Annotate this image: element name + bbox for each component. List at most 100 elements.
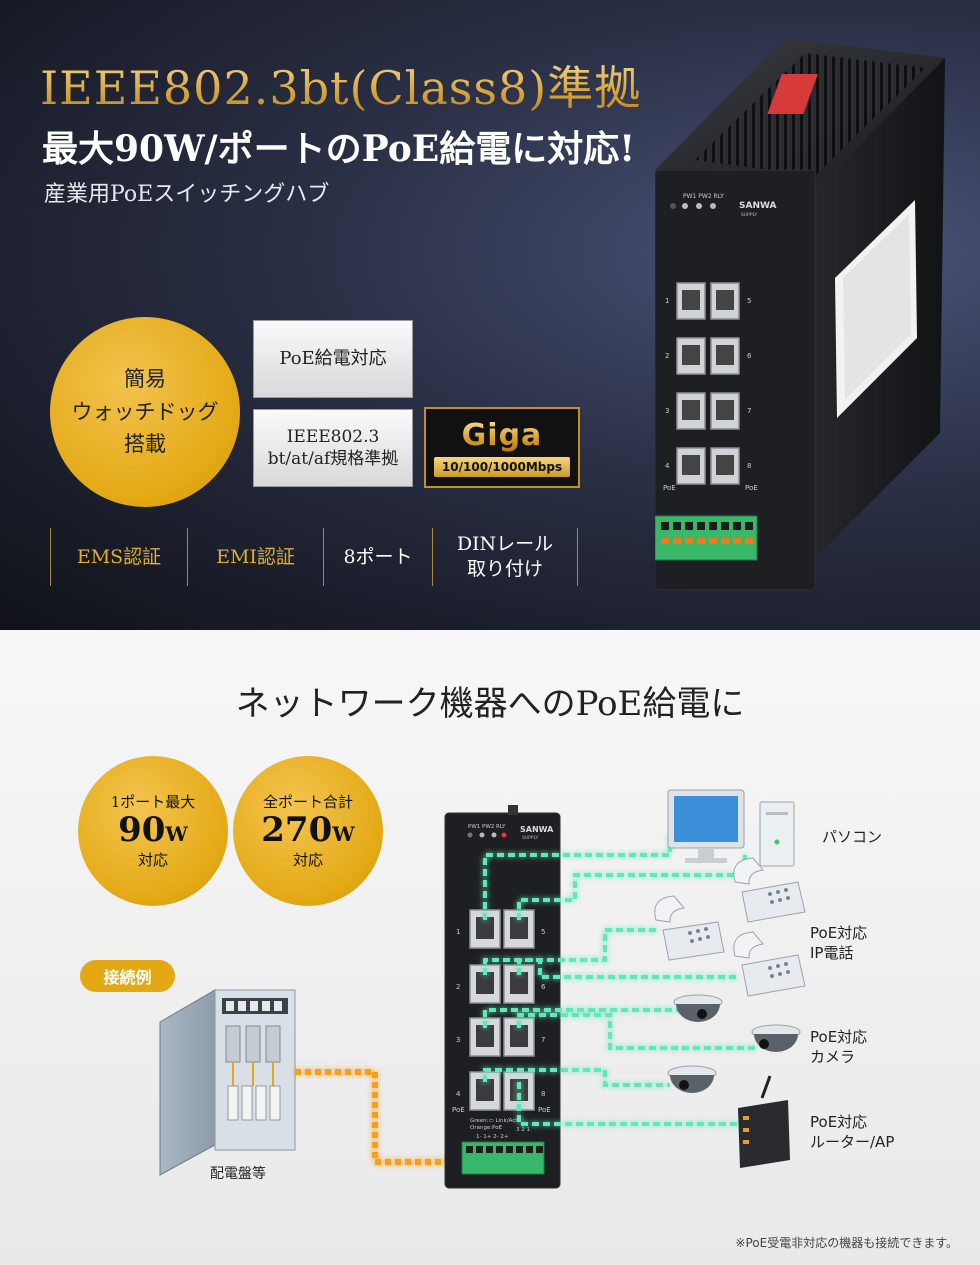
ieee-spec-box: IEEE802.3 bt/at/af規格準拠 <box>253 409 413 487</box>
total-value-wrap: 270W <box>261 811 354 850</box>
switch-brand: SANWA <box>520 825 554 834</box>
switch-legend-2: Orange:PoE <box>470 1125 503 1131</box>
switch-port-4: 4 <box>456 1090 461 1098</box>
port-number-8: 8 <box>747 462 751 470</box>
poe-spec-box: PoE給電対応 <box>253 320 413 398</box>
ip-phone-icon-2 <box>654 895 725 961</box>
network-cables <box>483 835 755 1126</box>
pc-icon <box>667 789 795 867</box>
feature-ems: EMS認証 <box>50 528 187 586</box>
phone-label-1: PoE対応 <box>810 924 867 942</box>
per-port-unit: W <box>165 822 188 847</box>
giga-word: Giga <box>461 418 543 453</box>
per-port-bottom: 対応 <box>137 850 168 869</box>
pc-label: パソコン <box>822 828 882 846</box>
cable-phone1 <box>517 855 747 920</box>
panel-label: 配電盤等 <box>210 1165 266 1182</box>
port-number-5: 5 <box>747 297 751 305</box>
total-badge: 全ポート合計 270W 対応 <box>233 756 383 906</box>
section-title: ネットワーク機器へのPoE給電に <box>235 684 745 724</box>
router-label-2: ルーター/AP <box>810 1133 894 1151</box>
hero-section: IEEE802.3bt(Class8)準拠 最大90W/ポートのPoE給電に対応… <box>0 0 980 630</box>
port-number-7: 7 <box>747 407 751 415</box>
watchdog-line3: 搭載 <box>124 432 166 457</box>
ip-phone-icon-3 <box>733 931 806 997</box>
poe-label-right: PoE <box>745 484 758 492</box>
cable-phone3 <box>517 958 740 979</box>
per-port-badge: 1ポート最大 90W 対応 <box>78 756 228 906</box>
connection-section: ネットワーク機器へのPoE給電に 1ポート最大 90W 対応 全ポート合計 27… <box>0 630 980 1265</box>
port-number-4: 4 <box>665 462 670 470</box>
cable-camera1 <box>483 1008 690 1028</box>
switch-terminal-nums: 3 2 1 <box>516 1127 530 1133</box>
camera-label-1: PoE対応 <box>810 1028 867 1046</box>
switch-port-6: 6 <box>541 983 546 991</box>
router-label-1: PoE対応 <box>810 1113 867 1131</box>
per-port-value: 90 <box>118 810 166 851</box>
watchdog-badge: 簡易 ウォッチドッグ 搭載 <box>50 317 240 507</box>
switch-port-2: 2 <box>456 983 460 991</box>
camera-icon-3 <box>667 1065 717 1093</box>
camera-label-2: カメラ <box>810 1048 855 1066</box>
feature-din-line2: 取り付け <box>466 558 543 580</box>
per-port-value-wrap: 90W <box>118 811 188 850</box>
feature-ports-label: 8ポート <box>343 545 413 568</box>
footnote: ※PoE受電非対応の機器も接続できます。 <box>735 1236 958 1250</box>
cable-router <box>517 1082 740 1126</box>
per-port-top: 1ポート最大 <box>110 793 196 812</box>
switch-product-image: PW1 PW2 RLY SANWA SUPPLY 1 2 3 4 5 6 7 8… <box>655 38 945 591</box>
headline-standard: IEEE802.3bt(Class8)準拠 <box>40 52 641 118</box>
example-pill: 接続例 <box>80 960 175 992</box>
headline-power: 最大90W/ポートのPoE給電に対応! <box>42 128 636 170</box>
switch-port-3: 3 <box>456 1036 460 1044</box>
ip-phone-icon-1 <box>733 857 806 923</box>
feature-ports: 8ポート <box>323 528 432 586</box>
port-number-6: 6 <box>747 352 752 360</box>
cable-phone2 <box>483 928 660 975</box>
feature-din-rail: DINレール 取り付け <box>432 528 578 586</box>
ieee-spec-line2: bt/at/af規格準拠 <box>267 449 399 469</box>
cable-camera3 <box>483 1068 670 1087</box>
distribution-panel-icon <box>159 989 296 1176</box>
ieee-spec-line1: IEEE802.3 <box>286 426 380 447</box>
switch-port-1: 1 <box>456 928 460 936</box>
switch-brand-sub: SUPPLY <box>522 835 538 841</box>
total-value: 270 <box>261 810 333 851</box>
feature-din-line1: DINレール <box>456 533 554 556</box>
total-unit: W <box>332 822 355 847</box>
camera-icon-1 <box>673 994 723 1022</box>
phone-label-2: IP電話 <box>810 944 853 962</box>
watchdog-line2: ウォッチドッグ <box>71 399 219 424</box>
switch-port-8: 8 <box>541 1090 545 1098</box>
switch-poe-right: PoE <box>538 1106 551 1114</box>
led-labels: PW1 PW2 RLY <box>683 193 724 200</box>
device-brand: SANWA <box>739 201 777 211</box>
feature-emi: EMI認証 <box>187 528 323 586</box>
switch-poe-left: PoE <box>452 1106 465 1114</box>
switch-port-5: 5 <box>541 928 545 936</box>
giga-speed: 10/100/1000Mbps <box>433 457 571 477</box>
switch-led-labels: PW1 PW2 RLY <box>468 824 506 830</box>
feature-ems-label: EMS認証 <box>76 545 162 568</box>
total-top: 全ポート合計 <box>262 793 353 812</box>
watchdog-line1: 簡易 <box>124 367 166 392</box>
switch-front-icon: PW1 PW2 RLY SANWA SUPPLY 1 2 3 4 5 <box>444 805 561 1189</box>
port-number-3: 3 <box>665 407 669 415</box>
cable-camera2 <box>517 1013 755 1050</box>
port-number-2: 2 <box>665 352 669 360</box>
switch-terminal-labels: 1- 1+ 2- 2+ <box>476 1134 509 1140</box>
switch-legend-1: Green:▭ Link/Act <box>470 1118 518 1124</box>
connection-diagram: 配電盤等 PW1 PW2 RLY SANWA SUPPLY <box>159 789 894 1189</box>
poe-spec-label: PoE給電対応 <box>279 348 387 370</box>
device-brand-sub: SUPPLY <box>741 212 757 218</box>
product-category: 産業用PoEスイッチングハブ <box>44 182 330 207</box>
feature-list: EMS認証 EMI認証 8ポート DINレール 取り付け <box>50 528 578 586</box>
camera-icon-2 <box>751 1024 801 1052</box>
feature-emi-label: EMI認証 <box>216 545 295 568</box>
poe-label-left: PoE <box>663 484 676 492</box>
port-number-1: 1 <box>665 297 669 305</box>
total-bottom: 対応 <box>292 850 323 869</box>
switch-port-7: 7 <box>541 1036 545 1044</box>
power-cable-line <box>295 1069 465 1165</box>
giga-badge: Giga 10/100/1000Mbps <box>424 407 580 488</box>
